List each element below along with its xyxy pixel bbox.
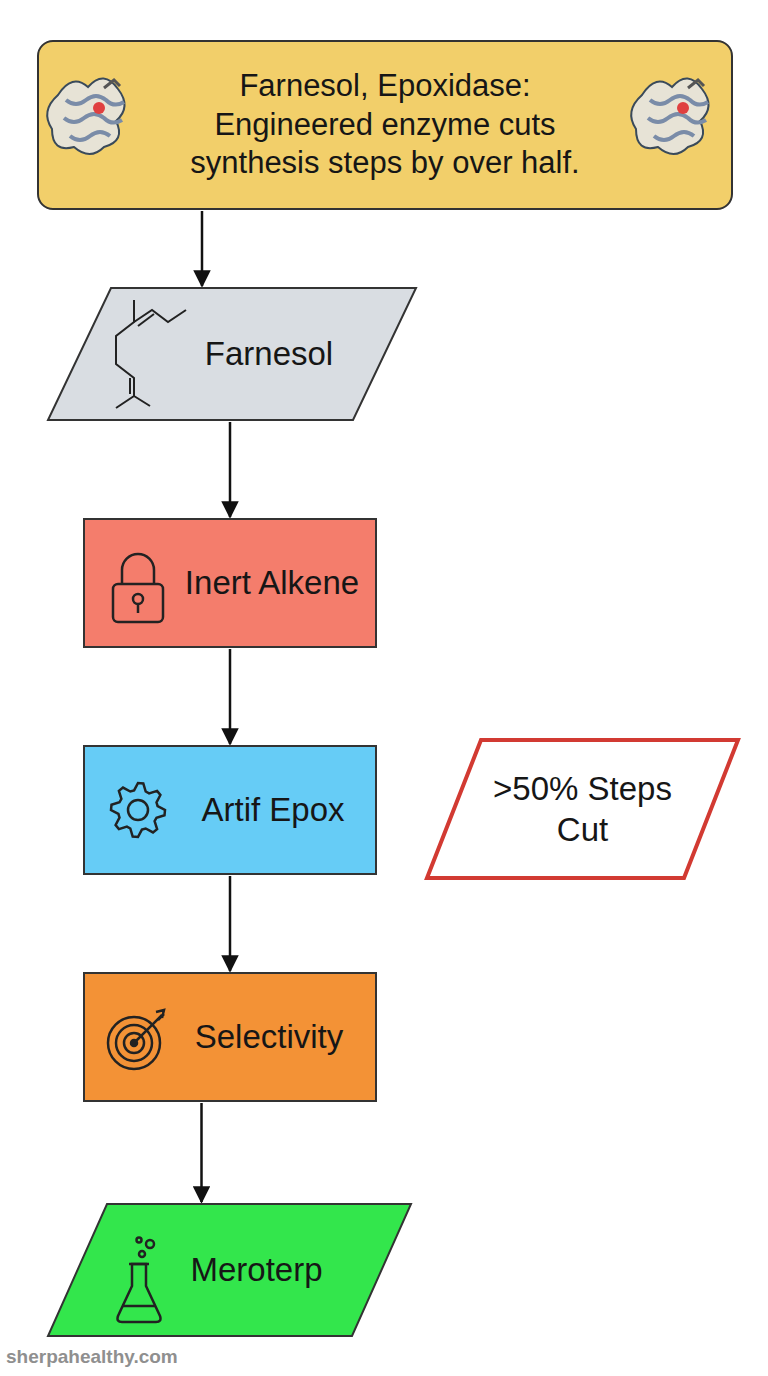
node-text: Farnesol: [205, 333, 333, 374]
node-text: Inert Alkene: [185, 562, 359, 603]
input-parallelogram: Farnesol: [47, 287, 417, 421]
flow-arrow: [229, 649, 232, 744]
text-area: Farnesol: [187, 287, 351, 421]
node-text: Selectivity: [195, 1016, 344, 1057]
output-parallelogram: Meroterp: [47, 1203, 412, 1337]
watermark: sherpahealthy.com: [6, 1346, 178, 1368]
node-text: Farnesol, Epoxidase: Engineered enzyme c…: [159, 67, 611, 183]
lock-icon: [113, 554, 163, 622]
node-text: Meroterp: [190, 1249, 322, 1290]
flask-icon: [118, 1238, 161, 1323]
text-area: Inert Alkene: [177, 520, 367, 646]
note-parallelogram: >50% Steps Cut: [425, 738, 740, 880]
flow-arrow: [200, 1103, 203, 1202]
process-box: Inert Alkene: [83, 518, 377, 648]
text-area: >50% Steps Cut: [485, 738, 680, 880]
text-area: Meroterp: [167, 1203, 346, 1337]
gear-icon: [111, 783, 165, 837]
process-box: Selectivity: [83, 972, 377, 1102]
text-area: Selectivity: [169, 974, 369, 1100]
text-area: Artif Epox: [177, 747, 369, 873]
flow-arrow: [229, 876, 232, 971]
enzyme-illustration: [631, 78, 708, 154]
target-icon: [108, 1010, 164, 1069]
text-area: Farnesol, Epoxidase: Engineered enzyme c…: [159, 42, 611, 208]
parallelogram-shape: [425, 738, 740, 880]
flow-arrow: [229, 422, 232, 517]
enzyme-illustration: [47, 78, 124, 154]
molecule-structure: [116, 300, 186, 408]
flow-arrow: [201, 211, 204, 286]
title-box: Farnesol, Epoxidase: Engineered enzyme c…: [37, 40, 733, 210]
node-text: >50% Steps Cut: [485, 768, 680, 851]
process-box: Artif Epox: [83, 745, 377, 875]
node-text: Artif Epox: [201, 789, 344, 830]
